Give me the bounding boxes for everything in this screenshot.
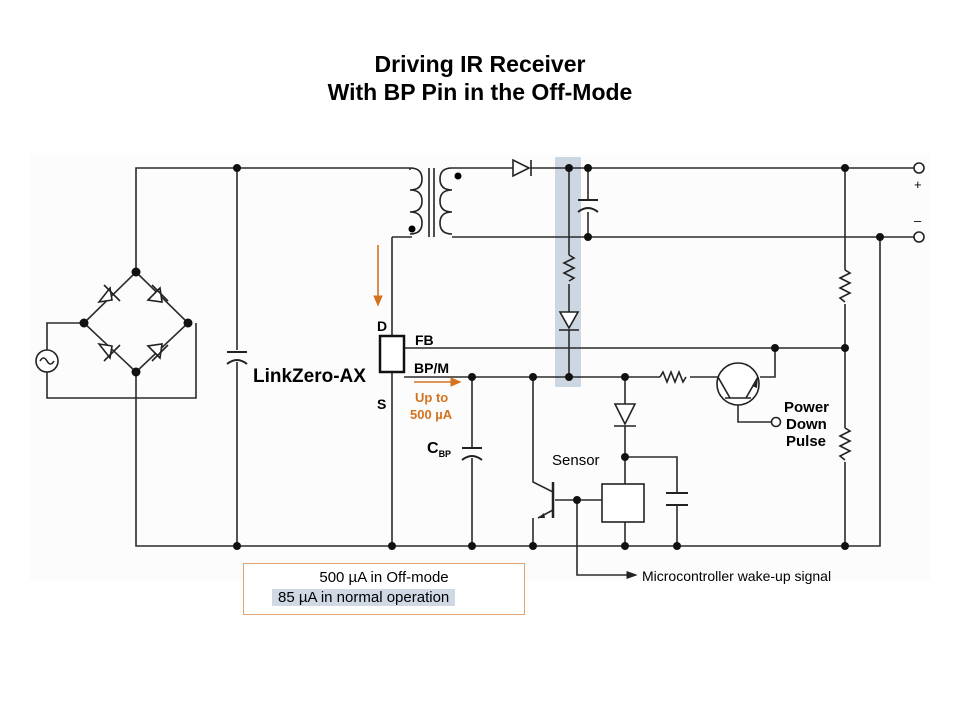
pin-s-label: S — [377, 396, 387, 412]
cbp-label: CBP — [427, 440, 451, 459]
cbp-capacitor — [461, 447, 483, 461]
wire-transistor-collector — [760, 348, 776, 378]
sensor-block — [601, 483, 645, 523]
sensor-diode — [613, 403, 637, 427]
bridge-diodes — [97, 284, 169, 362]
output-terminal-minus[interactable] — [913, 231, 925, 243]
cbp-label-sub: BP — [438, 449, 452, 460]
output-capacitor — [577, 199, 599, 213]
divider-resistor-bottom — [838, 427, 852, 461]
output-minus-label: – — [914, 213, 922, 228]
output-terminal-plus[interactable] — [913, 162, 925, 174]
pin-d-label: D — [377, 318, 388, 334]
pin-bpm-label: BP/M — [414, 360, 449, 376]
wire-ac-source — [46, 322, 197, 399]
wire-primary — [391, 168, 411, 336]
ic-linkzero-ax — [378, 334, 406, 374]
wire-power-down — [737, 398, 772, 423]
title-line-1: Driving IR Receiver — [374, 51, 586, 77]
ic-name-label: LinkZero-AX — [253, 366, 366, 387]
bp-zener-diode — [558, 311, 580, 331]
output-diode — [512, 158, 532, 178]
note-normal-operation: 85 µA in normal operation — [272, 589, 456, 606]
bulk-capacitor — [226, 351, 248, 365]
transformer — [409, 167, 453, 237]
pin-fb-label: FB — [415, 332, 434, 348]
power-down-transistor — [716, 362, 760, 406]
schematic-background — [30, 155, 930, 580]
wire-wakeup — [576, 500, 638, 579]
junction-dots — [79, 164, 884, 550]
bp-current-label-2: 500 µA — [410, 407, 453, 422]
note-off-mode: 500 µA in Off-mode — [319, 569, 449, 586]
wire-npn — [532, 377, 554, 546]
bp-path-highlight — [555, 157, 581, 387]
sensor-capacitor — [666, 492, 688, 506]
power-down-label-2: Down — [786, 416, 827, 433]
sensor-label: Sensor — [552, 452, 600, 469]
wire-sensor-cap — [625, 456, 678, 546]
output-plus-label: + — [914, 177, 922, 192]
wire-bottom-rail — [135, 237, 881, 547]
current-note-box: 500 µA in Off-mode 85 µA in normal opera… — [243, 563, 525, 615]
title-line-2: With BP Pin in the Off-Mode — [327, 79, 633, 105]
divider-resistor-top — [838, 269, 852, 303]
wire-top-rail-left — [135, 167, 410, 272]
bp-current-label-1: Up to — [415, 390, 449, 405]
power-down-label-1: Power — [784, 399, 830, 416]
base-resistor — [659, 369, 687, 385]
bridge-diamond — [82, 270, 190, 374]
cbp-label-main: C — [427, 440, 439, 457]
wakeup-signal-label: Microcontroller wake-up signal — [642, 568, 832, 584]
bp-resistor — [562, 254, 576, 282]
power-down-label-3: Pulse — [786, 433, 827, 450]
power-down-terminal[interactable] — [770, 416, 782, 428]
